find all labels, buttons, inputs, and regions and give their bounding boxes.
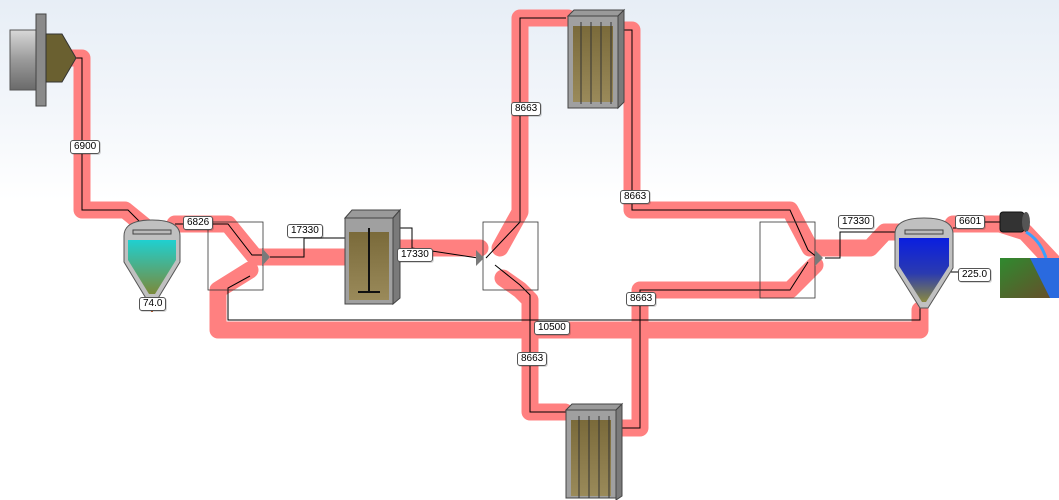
flow-label-mbr-top-out: 8663 (620, 190, 651, 204)
bioreactor-tank-icon (343, 208, 402, 306)
membrane-unit-top-icon (566, 8, 626, 110)
primary-clarifier-icon (123, 219, 181, 312)
effluent-outfall-icon (999, 211, 1059, 298)
flow-label-effluent: 6601 (955, 215, 986, 229)
flow-label-mbr-top-in: 8663 (511, 102, 542, 116)
influent-pipe-icon (9, 13, 77, 107)
splitter-1-icon (207, 221, 270, 291)
flow-label-combiner-out: 17330 (838, 215, 874, 229)
secondary-sludge-readout: 225.0 (958, 268, 992, 282)
flow-label-mbr-bottom-in: 8663 (517, 352, 548, 366)
flow-label-primary-effluent: 6826 (183, 216, 214, 230)
membrane-unit-bottom-icon (564, 402, 624, 500)
primary-sludge-readout: 74.0 (139, 297, 167, 311)
flow-label-mbr-bottom-out: 8663 (626, 292, 657, 306)
flow-label-splitter1-out: 17330 (287, 224, 323, 238)
flow-label-influent: 6900 (70, 140, 101, 154)
secondary-clarifier-icon (894, 217, 954, 309)
flow-label-bioreactor-out: 17330 (397, 248, 433, 262)
splitter-2-icon (476, 221, 539, 291)
flow-label-recycle: 10500 (534, 321, 570, 335)
combiner-icon (759, 221, 823, 299)
